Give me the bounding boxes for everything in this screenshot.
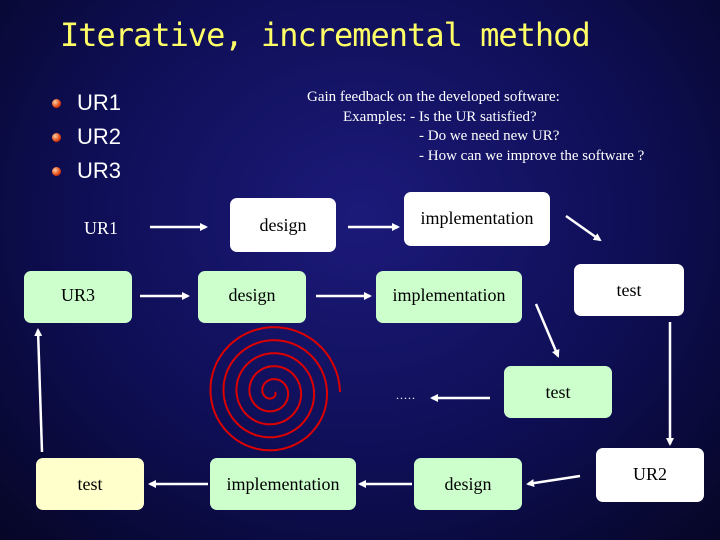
- feedback-line: Gain feedback on the developed software:: [307, 89, 560, 105]
- bullet-icon: [52, 132, 61, 142]
- bullet-label: UR2: [77, 124, 122, 149]
- slide-title: Iterative, incremental method: [60, 16, 591, 54]
- row4-test-box: test: [36, 458, 144, 510]
- row4-ur-box: UR2: [596, 448, 704, 502]
- continuation-dots: .....: [396, 388, 416, 402]
- bullet-icon: [52, 166, 61, 176]
- feedback-line: - How can we improve the software ?: [419, 147, 645, 164]
- feedback-line: Examples: - Is the UR satisfied?: [343, 108, 537, 125]
- bullet-item-ur1: UR1: [52, 86, 121, 120]
- arrow-implementation-to-test: [565, 214, 602, 242]
- row1-ur-label: UR1: [84, 217, 119, 238]
- arrow-ur2-to-design: [526, 474, 581, 488]
- bullet-icon: [52, 98, 61, 108]
- feedback-note: Gain feedback on the developed software:…: [300, 88, 670, 166]
- arrow-implementation-to-test-2: [534, 303, 560, 358]
- ur-bullet-list: UR1 UR2 UR3: [52, 86, 121, 188]
- row4-implementation-box: implementation: [210, 458, 356, 510]
- row4-design-box: design: [414, 458, 522, 510]
- bullet-item-ur2: UR2: [52, 120, 121, 154]
- row1-implementation-box: implementation: [404, 192, 550, 246]
- row2-ur-box: UR3: [24, 271, 132, 323]
- spiral-graphic: [209, 326, 341, 452]
- row2-implementation-box: implementation: [376, 271, 522, 323]
- bullet-item-ur3: UR3: [52, 154, 121, 188]
- row1-design-box: design: [230, 198, 336, 252]
- feedback-line: - Do we need new UR?: [419, 128, 560, 144]
- spiral-path: [209, 326, 341, 452]
- bullet-label: UR1: [77, 90, 122, 115]
- row2-test-box: test: [574, 264, 684, 316]
- arrow-test-up-to-ur3: [34, 328, 44, 453]
- bullet-label: UR3: [77, 158, 122, 183]
- row3-test-box: test: [504, 366, 612, 418]
- row2-design-box: design: [198, 271, 306, 323]
